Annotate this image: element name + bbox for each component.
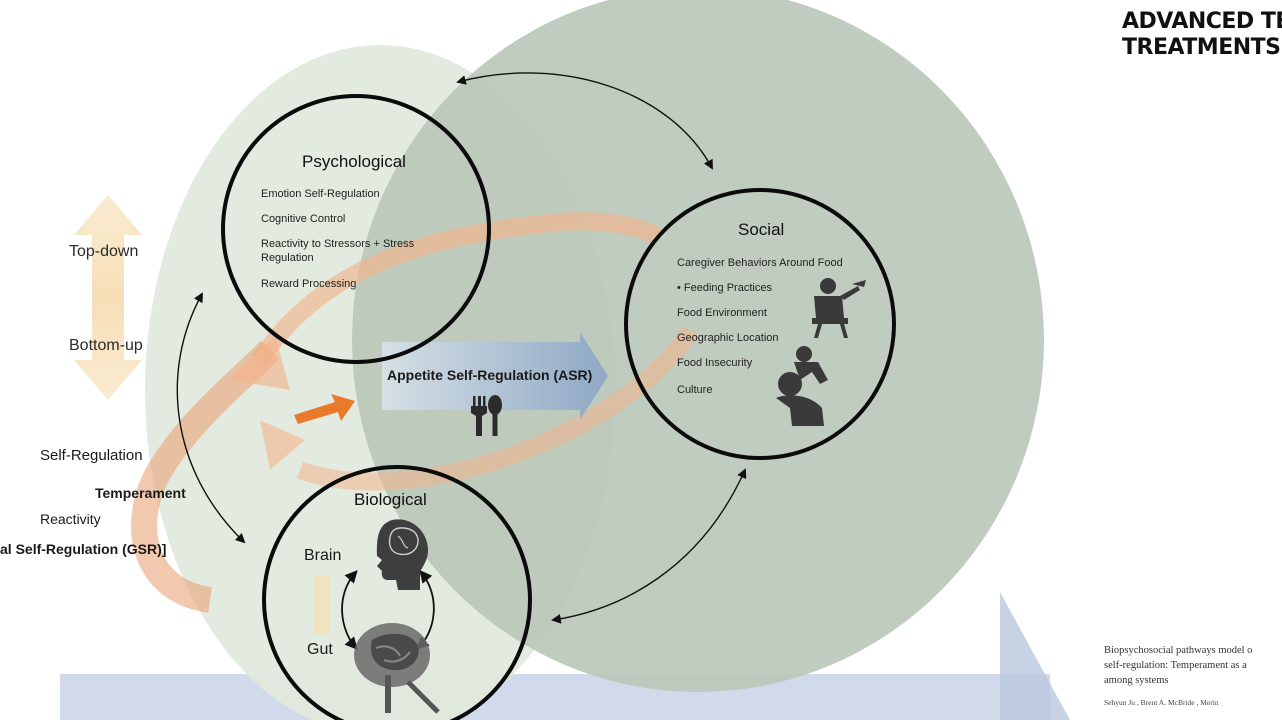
brain-head-icon bbox=[376, 519, 428, 590]
arrow-psych-social bbox=[456, 72, 713, 170]
psychological-circle bbox=[221, 94, 491, 364]
social-item-geo: Geographic Location bbox=[677, 332, 779, 344]
psychological-title: Psychological bbox=[302, 152, 406, 171]
orange-loop-lower bbox=[296, 325, 699, 491]
paper-title-line1: Biopsychosocial pathways model o bbox=[1104, 645, 1253, 656]
top-down-label: Top-down bbox=[69, 243, 139, 260]
slide-title: ADVANCED TEC TREATMENTS I bbox=[1122, 9, 1282, 61]
orange-loop-upper bbox=[252, 212, 666, 365]
arrow-social-bio bbox=[551, 468, 747, 624]
arrow-brain-gut-left bbox=[341, 570, 358, 650]
brain-gut-column bbox=[314, 576, 330, 634]
biological-circle bbox=[262, 465, 532, 720]
psych-item-reward: Reward Processing bbox=[261, 278, 357, 290]
gsr-label: al Self-Regulation (GSR)] bbox=[0, 541, 167, 557]
social-title: Social bbox=[738, 220, 785, 239]
social-item-caregiver: Caregiver Behaviors Around Food bbox=[677, 257, 843, 269]
bottom-up-label: Bottom-up bbox=[69, 337, 143, 354]
social-item-insecurity: Food Insecurity bbox=[677, 357, 753, 369]
gut-label: Gut bbox=[307, 641, 333, 658]
psych-item-emotion: Emotion Self-Regulation bbox=[261, 188, 380, 200]
psych-item-regulation: Regulation bbox=[261, 252, 314, 264]
asr-accent-arrow bbox=[294, 394, 355, 424]
paper-title-line3: among systems bbox=[1104, 675, 1169, 686]
social-circle bbox=[624, 188, 896, 460]
fork-spoon-icon bbox=[471, 395, 502, 436]
bottom-band bbox=[60, 674, 1050, 720]
social-background-circle bbox=[352, 0, 1044, 692]
social-item-culture: Culture bbox=[677, 384, 713, 396]
arrow-psych-bio bbox=[176, 292, 246, 544]
psych-item-cognitive: Cognitive Control bbox=[261, 213, 346, 225]
brain-label: Brain bbox=[304, 547, 342, 564]
reactivity-label: Reactivity bbox=[40, 511, 101, 527]
orange-arrowhead-lower bbox=[260, 420, 305, 470]
social-item-feeding: • Feeding Practices bbox=[677, 282, 772, 294]
gut-icon bbox=[354, 623, 440, 714]
feeding-chair-icon bbox=[812, 278, 866, 338]
biological-title: Biological bbox=[354, 490, 427, 509]
paper-authors: Sehyun Ju , Brent A. McBride , Merin bbox=[1104, 698, 1219, 707]
slide-title-line1: ADVANCED TEC bbox=[1122, 9, 1282, 34]
asr-band bbox=[382, 332, 608, 420]
slide-title-line2: TREATMENTS I bbox=[1122, 35, 1282, 60]
self-regulation-label: Self-Regulation bbox=[40, 447, 143, 464]
psych-item-reactivity: Reactivity to Stressors + Stress bbox=[261, 238, 415, 250]
paper-title-line2: self-regulation: Temperament as a bbox=[1104, 660, 1247, 671]
parent-child-icon bbox=[776, 346, 828, 426]
asr-label: Appetite Self-Regulation (ASR) bbox=[387, 367, 593, 383]
temperament-label: Temperament bbox=[95, 485, 186, 501]
paper-citation: Biopsychosocial pathways model o self-re… bbox=[1104, 643, 1252, 688]
bottom-band-arrowhead bbox=[1000, 592, 1070, 720]
top-down-bottom-up-arrow bbox=[74, 195, 142, 400]
social-item-food-env: Food Environment bbox=[677, 307, 767, 319]
